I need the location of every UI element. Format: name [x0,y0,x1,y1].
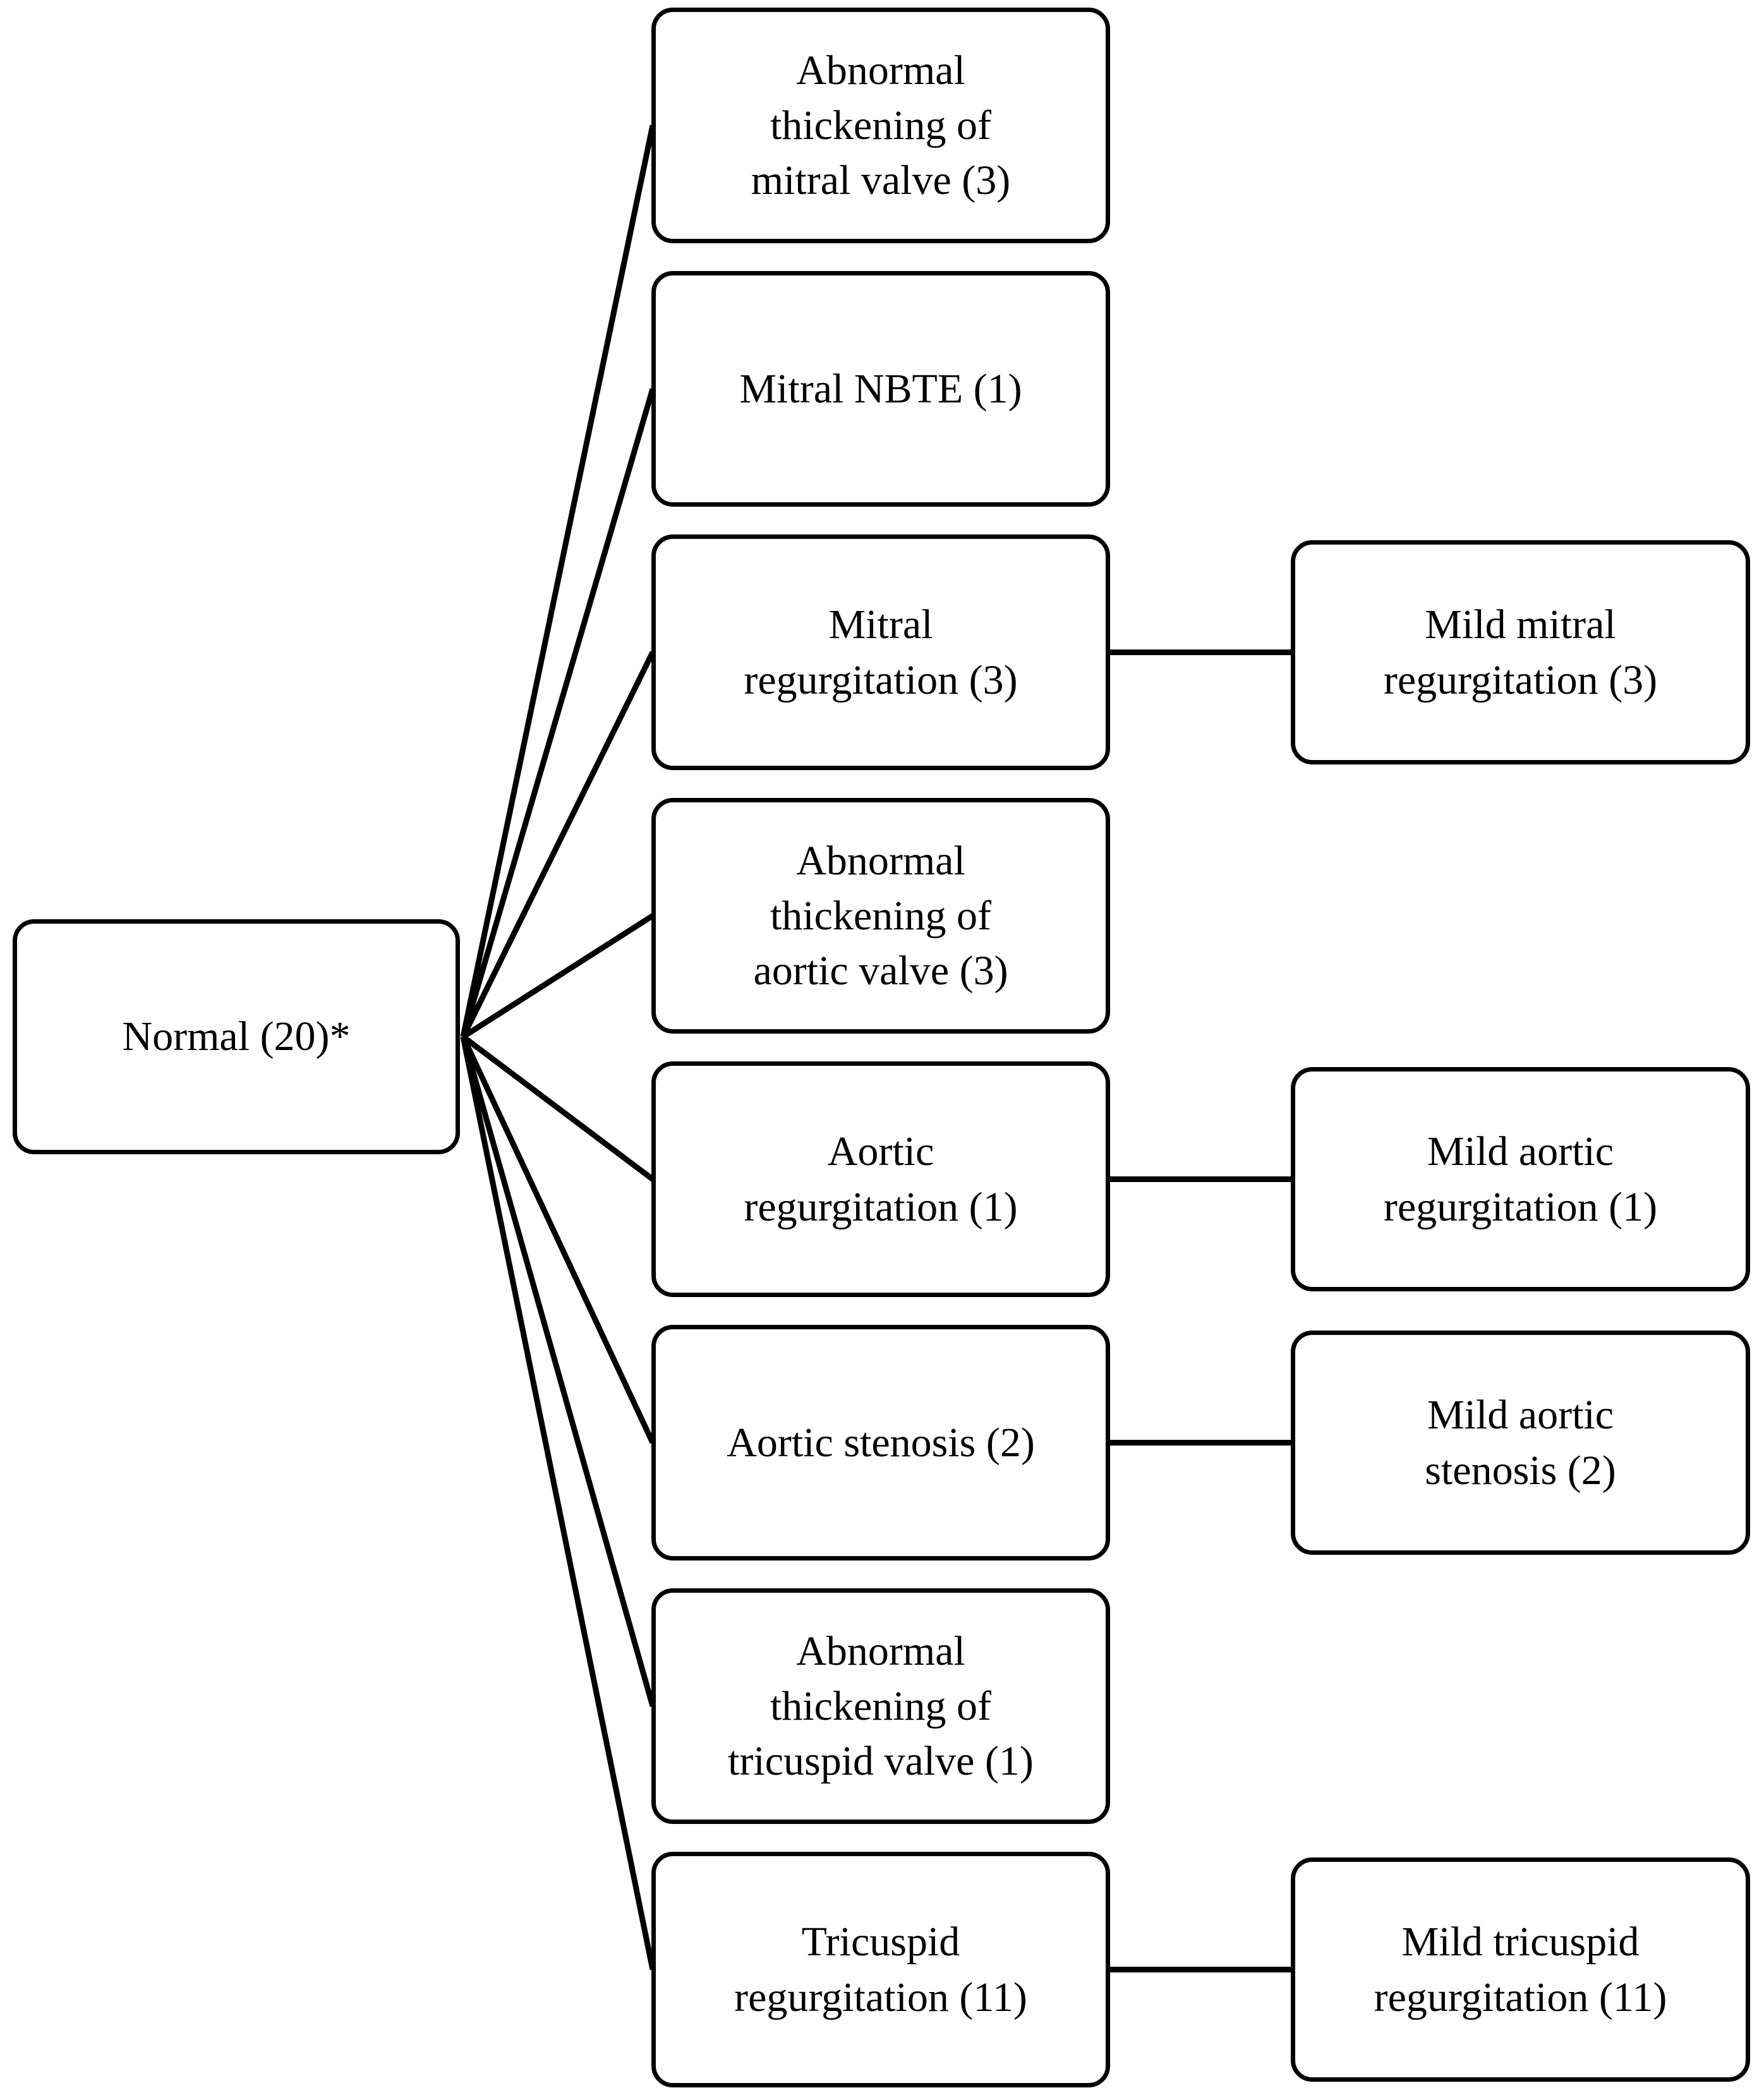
edge-normal-to-abnormal-thickening-mitral-valve [460,124,656,1037]
fan-edge-group [460,124,656,1971]
edge-normal-to-tricuspid-regurgitation [460,1036,656,1971]
node-mitral-regurgitation-label: Mitral regurgitation (3) [744,601,1018,703]
node-mild-aortic-stenosis-label: Mild aortic stenosis (2) [1425,1392,1616,1494]
node-mild-mitral-regurgitation-label: Mild mitral regurgitation (3) [1383,601,1658,703]
edge-normal-to-mitral-nbte [460,388,656,1038]
edge-normal-to-mitral-regurgitation [460,651,656,1038]
edge-normal-to-aortic-regurgitation [461,1034,655,1182]
node-mild-aortic-regurgitation[interactable]: Mild aortic regurgitation (1) [1291,1067,1750,1291]
node-aortic-regurgitation-label: Aortic regurgitation (1) [744,1128,1018,1230]
node-mitral-regurgitation[interactable]: Mitral regurgitation (3) [651,534,1110,770]
node-mild-mitral-regurgitation[interactable]: Mild mitral regurgitation (3) [1291,540,1750,764]
node-tricuspid-regurgitation[interactable]: Tricuspid regurgitation (11) [651,1852,1110,2087]
node-normal[interactable]: Normal (20)* [13,919,460,1154]
node-abnormal-thickening-tricuspid-valve[interactable]: Abnormal thickening of tricuspid valve (… [651,1588,1110,1824]
node-mitral-nbte-label: Mitral NBTE (1) [739,365,1022,412]
node-abnormal-thickening-tricuspid-valve-label: Abnormal thickening of tricuspid valve (… [728,1627,1034,1785]
node-normal-label: Normal (20)* [122,1013,351,1060]
node-aortic-stenosis-label: Aortic stenosis (2) [727,1419,1035,1466]
node-mild-tricuspid-regurgitation-label: Mild tricuspid regurgitation (11) [1374,1919,1667,2020]
node-mitral-nbte[interactable]: Mitral NBTE (1) [651,271,1110,507]
edge-normal-to-aortic-stenosis [460,1035,656,1444]
node-mild-aortic-regurgitation-label: Mild aortic regurgitation (1) [1383,1128,1658,1230]
edge-normal-to-abnormal-thickening-tricuspid-valve [460,1035,656,1707]
node-aortic-regurgitation[interactable]: Aortic regurgitation (1) [651,1061,1110,1297]
node-abnormal-thickening-mitral-valve-label: Abnormal thickening of mitral valve (3) [751,47,1011,204]
node-mild-tricuspid-regurgitation[interactable]: Mild tricuspid regurgitation (11) [1291,1857,1750,2082]
node-mild-aortic-stenosis[interactable]: Mild aortic stenosis (2) [1291,1331,1750,1555]
node-aortic-stenosis[interactable]: Aortic stenosis (2) [651,1325,1110,1561]
node-abnormal-thickening-aortic-valve[interactable]: Abnormal thickening of aortic valve (3) [651,798,1110,1034]
horizontal-edge-group [1109,649,1292,1972]
node-abnormal-thickening-mitral-valve[interactable]: Abnormal thickening of mitral valve (3) [651,8,1110,243]
edge-normal-to-abnormal-thickening-aortic-valve [461,913,655,1039]
node-abnormal-thickening-aortic-valve-label: Abnormal thickening of aortic valve (3) [753,837,1008,994]
node-tricuspid-regurgitation-label: Tricuspid regurgitation (11) [734,1919,1027,2020]
